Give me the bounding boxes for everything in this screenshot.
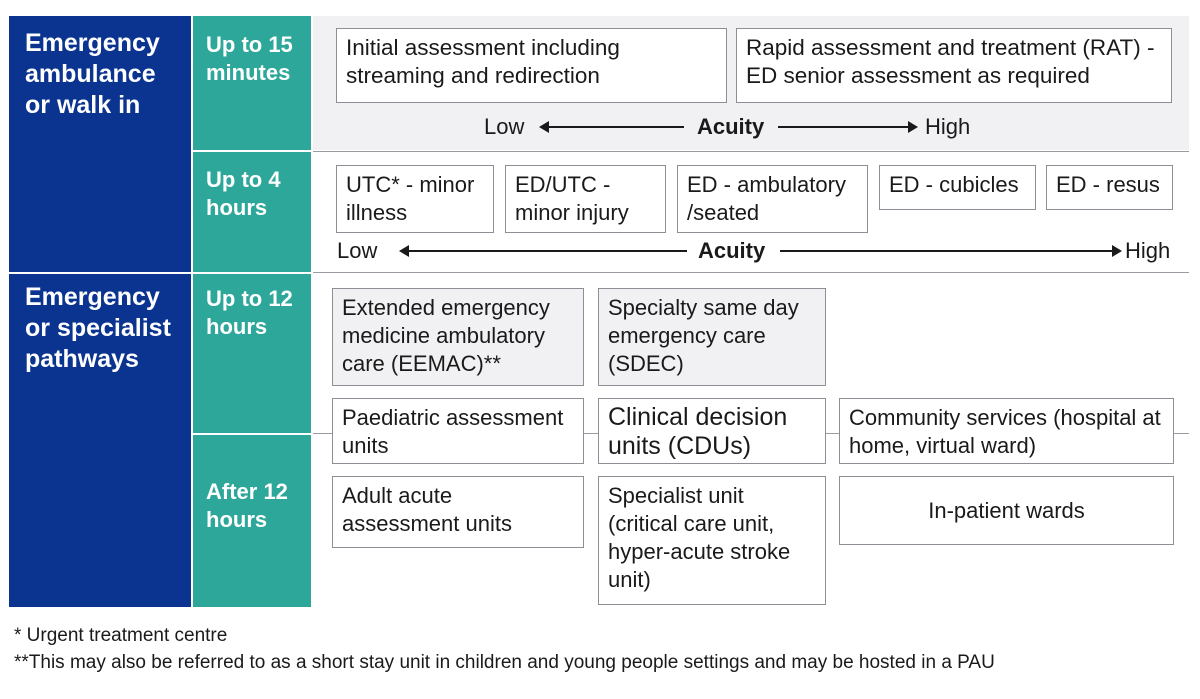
footnote-urgent-treatment-centre: * Urgent treatment centre bbox=[14, 625, 228, 646]
box-ed-utc-minor-injury: ED/UTC - minor injury bbox=[505, 165, 666, 233]
section-bar-emergency-walk-in bbox=[9, 16, 191, 272]
box-initial-assessment: Initial assessment including streaming a… bbox=[336, 28, 727, 103]
acuity-label-bottom: Acuity bbox=[698, 238, 766, 263]
acuity-arrowhead-left-top bbox=[539, 121, 549, 133]
acuity-low-label-top: Low bbox=[484, 114, 525, 139]
time-bar-up-to-4-hours bbox=[193, 152, 311, 272]
box-specialist-unit: Specialist unit (critical care unit, hyp… bbox=[598, 476, 826, 605]
acuity-label-top: Acuity bbox=[697, 114, 765, 139]
acuity-high-label-bottom: High bbox=[1125, 238, 1171, 263]
time-bar-after-12-hours bbox=[193, 435, 311, 607]
section-label-emergency-specialist: Emergency or specialist pathways bbox=[25, 283, 171, 373]
acuity-arrow-right-top bbox=[778, 126, 910, 128]
acuity-arrow-left-top bbox=[544, 126, 684, 128]
acuity-arrowhead-right-bottom bbox=[1112, 245, 1122, 257]
acuity-arrowhead-left-bottom bbox=[399, 245, 409, 257]
footnote-short-stay-unit: **This may also be referred to as a shor… bbox=[14, 652, 995, 673]
time-label-up-to-4-hours: Up to 4 hours bbox=[206, 167, 281, 220]
box-clinical-decision-units: Clinical decision units (CDUs) bbox=[598, 398, 826, 464]
box-eemac: Extended emergency medicine ambulatory c… bbox=[332, 288, 584, 386]
box-ed-resus: ED - resus bbox=[1046, 165, 1173, 210]
section-label-emergency-walk-in: Emergency ambulance or walk in bbox=[25, 29, 160, 119]
row-divider-4-hours bbox=[313, 151, 1189, 152]
acuity-arrow-left-bottom bbox=[405, 250, 687, 252]
box-adult-acute-assessment-units: Adult acute assessment units bbox=[332, 476, 584, 548]
box-community-services: Community services (hospital at home, vi… bbox=[839, 398, 1174, 464]
box-in-patient-wards: In-patient wards bbox=[839, 476, 1174, 545]
section-bar-emergency-specialist bbox=[9, 274, 191, 607]
box-ed-cubicles: ED - cubicles bbox=[879, 165, 1036, 210]
box-sdec: Specialty same day emergency care (SDEC) bbox=[598, 288, 826, 386]
time-bar-up-to-15-minutes bbox=[193, 16, 311, 150]
acuity-low-label-bottom: Low bbox=[337, 238, 378, 263]
time-bar-up-to-12-hours bbox=[193, 274, 311, 433]
time-label-after-12-hours: After 12 hours bbox=[206, 479, 288, 532]
time-label-up-to-12-hours: Up to 12 hours bbox=[206, 286, 293, 339]
acuity-arrowhead-right-top bbox=[908, 121, 918, 133]
box-rapid-assessment-treatment: Rapid assessment and treatment (RAT) - E… bbox=[736, 28, 1172, 103]
row-divider-12-hours bbox=[313, 272, 1189, 273]
box-utc-minor-illness: UTC* - minor illness bbox=[336, 165, 494, 233]
box-paediatric-assessment-units: Paediatric assessment units bbox=[332, 398, 584, 464]
time-label-up-to-15-minutes: Up to 15 minutes bbox=[206, 32, 293, 85]
acuity-arrow-right-bottom bbox=[780, 250, 1114, 252]
box-ed-ambulatory: ED - ambulatory /seated bbox=[677, 165, 868, 233]
acuity-high-label-top: High bbox=[925, 114, 971, 139]
